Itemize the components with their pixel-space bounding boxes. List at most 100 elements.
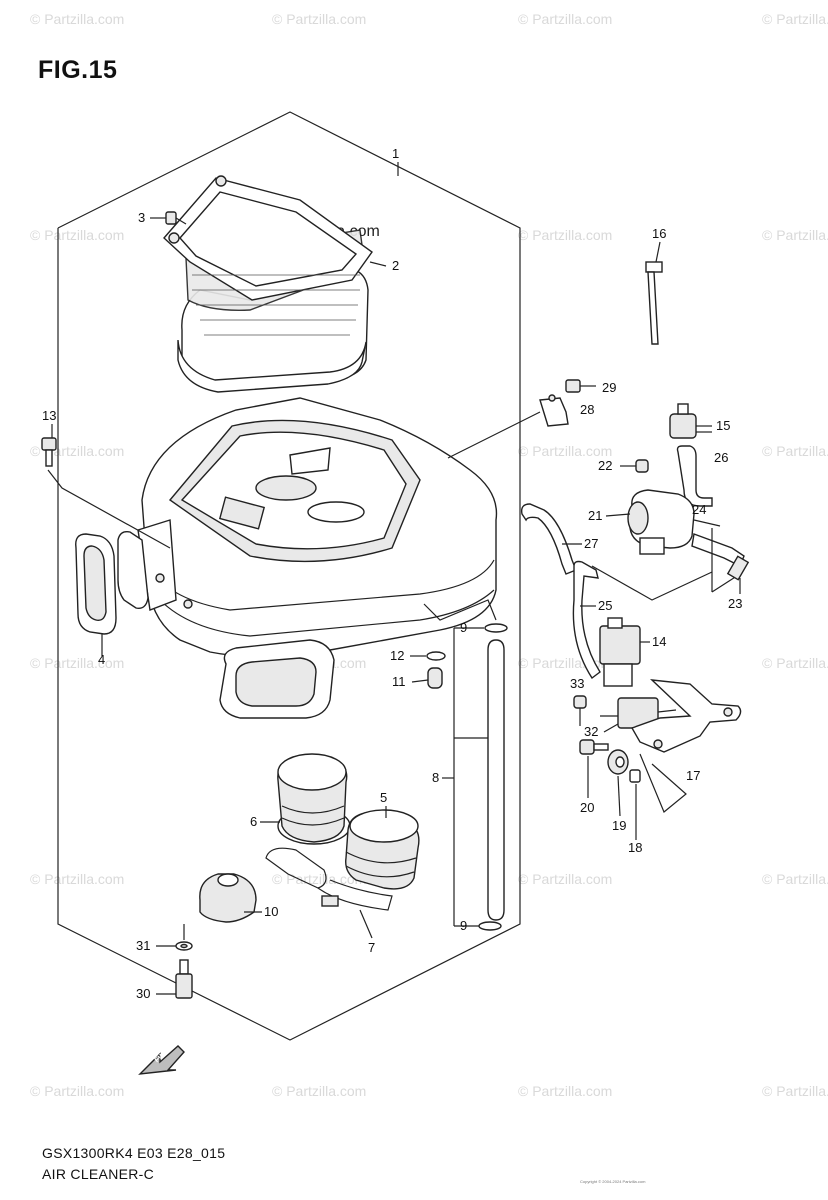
- callout-2: 2: [392, 258, 399, 273]
- drain-hose-8: [453, 627, 505, 927]
- watermark: © Partzilla.com: [762, 871, 828, 887]
- watermark: © Partzilla.com: [30, 227, 124, 243]
- leader-case-hose: [423, 599, 497, 621]
- valve-15: [669, 403, 712, 439]
- watermark: © Partzilla.com: [518, 227, 612, 243]
- bracket-17: [630, 679, 742, 753]
- hose-clip-9-lower: [478, 921, 502, 931]
- callout-24: 24: [692, 502, 706, 517]
- callout-31: 31: [136, 938, 150, 953]
- callout-9-upper: 9: [460, 620, 467, 635]
- callout-22: 22: [598, 458, 612, 473]
- clamp-12: [426, 651, 446, 661]
- watermark: © Partzilla.com: [518, 871, 612, 887]
- leader-13: [47, 469, 171, 549]
- callout-8: 8: [432, 770, 439, 785]
- figure-title: FIG.15: [38, 56, 118, 84]
- watermark: © Partzilla.com: [762, 443, 828, 459]
- copyright-note: Copyright © 2004-2024 Partzilla.com: [580, 1179, 646, 1184]
- screw-3: [150, 211, 187, 225]
- watermark: © Partzilla.com: [762, 1083, 828, 1099]
- clamp-7: [265, 847, 393, 911]
- model-code: GSX1300RK4 E03 E28_015: [42, 1145, 226, 1161]
- watermark: © Partzilla.com: [30, 11, 124, 27]
- drain-plug-30: [175, 924, 193, 999]
- callout-23: 23: [728, 596, 742, 611]
- watermark: © Partzilla.com: [30, 1083, 124, 1099]
- watermark: © Partzilla.com: [762, 655, 828, 671]
- hose-clip-9-upper: [484, 623, 508, 633]
- callout-4: 4: [98, 652, 105, 667]
- plug-11: [427, 667, 443, 689]
- callout-19: 19: [612, 818, 626, 833]
- callout-7: 7: [368, 940, 375, 955]
- leader-28: [447, 411, 541, 459]
- air-cleaner-case: [137, 397, 498, 719]
- hose-26: [676, 431, 713, 507]
- callout-33: 33: [570, 676, 584, 691]
- collar-18: [629, 769, 641, 783]
- callout-13: 13: [42, 408, 56, 423]
- callout-14: 14: [652, 634, 666, 649]
- callout-5: 5: [380, 790, 387, 805]
- watermark: © Partzilla.com: [30, 871, 124, 887]
- watermark: © Partzilla.com: [518, 1083, 612, 1099]
- callout-15: 15: [716, 418, 730, 433]
- watermark: © Partzilla.com: [272, 11, 366, 27]
- canister-21: [627, 489, 721, 555]
- callout-11: 11: [392, 674, 406, 689]
- hose-27: [520, 503, 577, 575]
- callout-21: 21: [588, 508, 602, 523]
- callout-29: 29: [602, 380, 616, 395]
- watermark: © Partzilla.com: [762, 11, 828, 27]
- leader-17: [639, 753, 687, 813]
- tie-strap-16: [645, 261, 663, 345]
- drain-cap-10: [199, 873, 257, 923]
- bolt-29: [565, 379, 596, 393]
- grommet-19: [607, 749, 629, 775]
- solenoid-valve-14: [599, 617, 641, 687]
- callout-16: 16: [652, 226, 666, 241]
- callout-27: 27: [584, 536, 598, 551]
- section-name: AIR CLEANER-C: [42, 1166, 155, 1182]
- bolt-20: [579, 739, 609, 755]
- assembly-outline: [57, 111, 521, 1041]
- washer-31: [175, 941, 193, 951]
- leader-canister: [591, 565, 713, 601]
- bracket-28: [539, 394, 569, 427]
- callout-32: 32: [584, 724, 598, 739]
- callout-17: 17: [686, 768, 700, 783]
- callout-9-lower: 9: [460, 918, 467, 933]
- watermark: © Partzilla.com: [30, 655, 124, 671]
- callout-28: 28: [580, 402, 594, 417]
- callout-10: 10: [264, 904, 278, 919]
- callout-20: 20: [580, 800, 594, 815]
- callout-18: 18: [628, 840, 642, 855]
- hose-25: [572, 560, 601, 680]
- callout-30: 30: [136, 986, 150, 1001]
- watermark: © Partzilla.com: [518, 443, 612, 459]
- screw-22: [620, 459, 649, 473]
- screw-33: [573, 695, 587, 726]
- air-filter-element: [163, 175, 373, 393]
- callouts-layer: 1 2 3 4 5 6 7 8 9 9 10 11 12 13 14 15: [42, 146, 742, 1001]
- callout-6: 6: [250, 814, 257, 829]
- hose-end-23: [726, 555, 750, 594]
- callout-25: 25: [598, 598, 612, 613]
- watermark: © Partzilla.com: [272, 871, 366, 887]
- callout-1: 1: [392, 146, 399, 161]
- intake-duct-6: [277, 753, 351, 845]
- forward-direction-arrow: FWD: [138, 1045, 185, 1075]
- bolt-13: [41, 424, 57, 467]
- watermark: © Partzilla.com: [272, 1083, 366, 1099]
- callout-3: 3: [138, 210, 145, 225]
- gasket-4: [75, 530, 149, 656]
- intake-duct-5: [345, 809, 420, 890]
- watermark: © Partzilla.com: [518, 11, 612, 27]
- watermark: © Partzilla.com: [762, 227, 828, 243]
- callout-12: 12: [390, 648, 404, 663]
- callout-26-label: 26: [714, 450, 728, 465]
- valve-32: [600, 697, 677, 729]
